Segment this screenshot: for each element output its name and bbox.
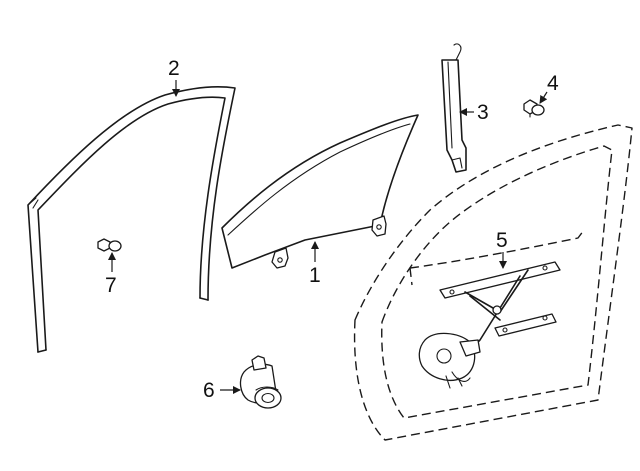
callout-6: 6 <box>203 379 241 402</box>
callout-3: 3 <box>459 101 489 124</box>
callout-label-5: 5 <box>496 229 508 252</box>
door-glass[interactable] <box>221 114 419 269</box>
callout-label-3: 3 <box>477 101 489 124</box>
callout-7: 7 <box>105 252 117 297</box>
callout-label-6: 6 <box>203 379 215 402</box>
callout-label-2: 2 <box>168 57 180 80</box>
bolt[interactable] <box>523 99 545 118</box>
callout-label-4: 4 <box>547 72 559 95</box>
regulator-motor[interactable] <box>239 355 282 409</box>
rear-run-channel[interactable] <box>441 43 467 173</box>
door-panel <box>353 124 633 441</box>
bolt-small[interactable] <box>97 238 122 252</box>
callout-2: 2 <box>168 57 180 97</box>
callout-1: 1 <box>309 241 321 287</box>
callout-5: 5 <box>496 229 508 269</box>
callout-label-7: 7 <box>105 274 117 297</box>
glass-run-channel[interactable] <box>27 86 236 353</box>
window-regulator[interactable] <box>418 261 561 389</box>
callout-4: 4 <box>539 72 559 104</box>
callout-label-1: 1 <box>309 264 321 287</box>
